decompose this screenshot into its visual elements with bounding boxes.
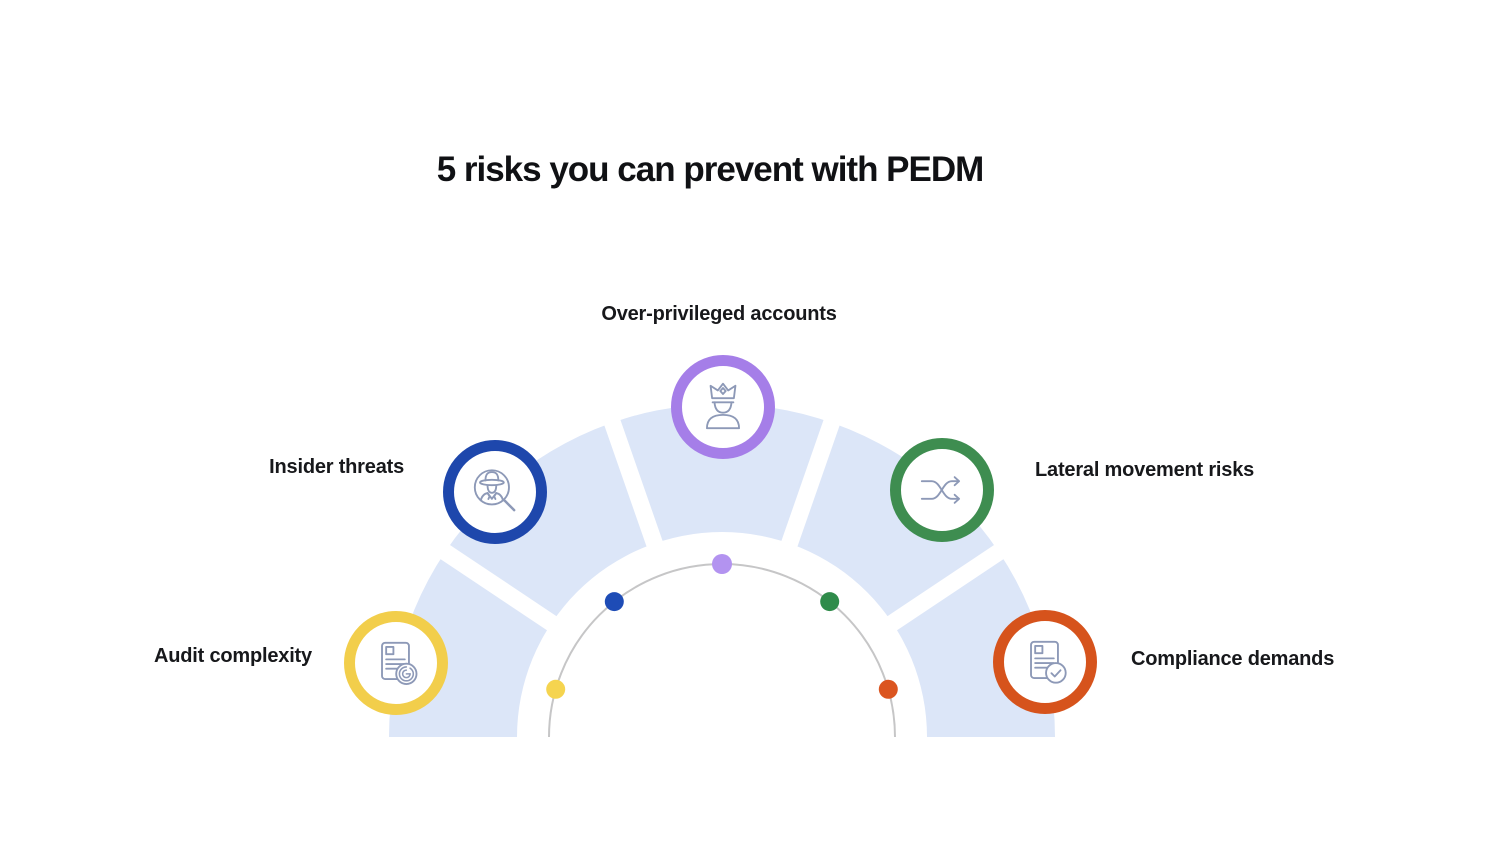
node-over-privileged-accounts (671, 355, 775, 459)
over-privileged-accounts-badge (671, 355, 775, 459)
lateral-movement-risks-badge (890, 438, 994, 542)
node-lateral-movement-risks (890, 438, 994, 542)
node-insider-threats (443, 440, 547, 544)
segment-divider (776, 401, 846, 561)
timeline-arc (548, 563, 896, 738)
label-lateral-movement-risks: Lateral movement risks (1035, 459, 1255, 481)
spy-search-icon (473, 469, 516, 512)
insider-threats-badge (443, 440, 547, 544)
compliance-document-icon (1030, 640, 1067, 684)
crown-user-icon (706, 382, 740, 430)
arc-dot-over-privileged (712, 554, 732, 574)
segment-divider (424, 534, 569, 639)
node-audit-complexity (344, 611, 448, 715)
arc-dot-compliance-demands (878, 679, 898, 699)
arc-dot-lateral-movement (820, 592, 840, 612)
label-audit-complexity: Audit complexity (154, 645, 312, 667)
arc-dot-insider-threats (604, 592, 624, 612)
fan-background (389, 404, 1055, 737)
page-title: 5 risks you can prevent with PEDM (436, 150, 985, 189)
label-compliance-demands: Compliance demands (1131, 648, 1335, 670)
shuffle-arrows-icon (920, 476, 961, 504)
audit-document-icon (381, 641, 418, 685)
label-insider-threats: Insider threats (269, 456, 404, 478)
segment-divider (598, 401, 668, 561)
arc-dot-audit-complexity (546, 679, 566, 699)
label-over-privileged-accounts: Over-privileged accounts (601, 303, 837, 325)
node-compliance-demands (993, 610, 1097, 714)
segment-divider (875, 534, 1020, 639)
audit-complexity-badge (344, 611, 448, 715)
compliance-demands-badge (993, 610, 1097, 714)
